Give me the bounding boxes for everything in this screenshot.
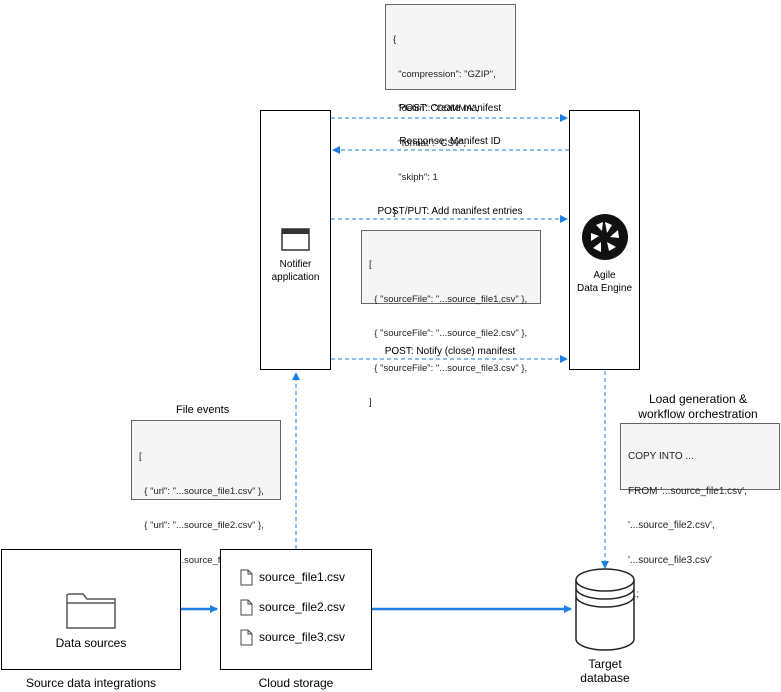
storage-file-name: source_file3.csv <box>259 630 346 644</box>
manifest-id-label: Response: Manifest ID <box>399 136 501 147</box>
target-database-label: Target database <box>580 657 630 685</box>
database-icon[interactable] <box>574 568 636 652</box>
load-generation-note: COPY INTO ... FROM '...source_file1.csv'… <box>620 423 780 600</box>
create-manifest-label: POST: Create manifest <box>398 103 502 114</box>
storage-file-name: source_file2.csv <box>259 600 346 614</box>
file-icon <box>240 569 253 586</box>
cloud-storage-box[interactable]: source_file1.csv source_file2.csv source… <box>220 549 372 670</box>
cloud-storage-caption: Cloud storage <box>258 676 334 690</box>
source-data-integrations-caption: Source data integrations <box>25 676 157 690</box>
source-data-integrations-box[interactable]: Data sources <box>1 549 181 670</box>
notifier-label: Notifier application <box>271 259 320 283</box>
manifest-entries-note: [ { "sourceFile": "...source_file1.csv" … <box>361 230 541 408</box>
load-generation-title: Load generation & workflow orchestration <box>638 392 758 421</box>
shutter-logo-icon <box>582 214 628 260</box>
file-events-title: File events <box>176 404 230 416</box>
agile-data-engine[interactable]: Agile Data Engine <box>569 110 640 370</box>
ade-label: Agile Data Engine <box>576 270 633 294</box>
folder-icon <box>66 593 116 629</box>
notify-label: POST: Notify (close) manifest <box>384 346 516 357</box>
add-entries-label: POST/PUT: Add manifest entries <box>377 206 523 217</box>
window-icon <box>281 228 310 251</box>
notifier-application[interactable]: Notifier application <box>260 110 331 370</box>
config-note: { "compression": "GZIP", "delim": "COMMA… <box>385 4 516 218</box>
storage-file-name: source_file1.csv <box>259 570 346 584</box>
data-sources-label: Data sources <box>55 636 127 650</box>
file-events-note: [ { "url": "...source_file1.csv" }, { "u… <box>131 420 281 600</box>
file-icon <box>240 599 253 616</box>
file-icon <box>240 629 253 646</box>
